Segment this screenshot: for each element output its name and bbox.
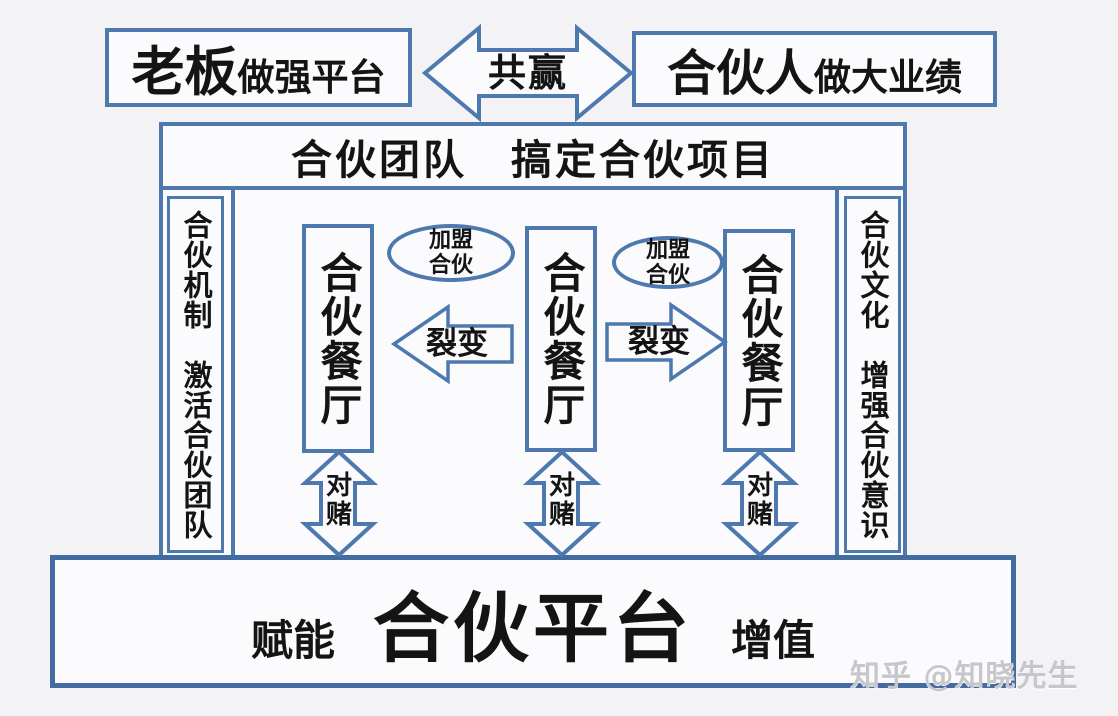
- culture-column-box: 合伙文化 增强合伙意识: [844, 196, 901, 553]
- mechanism-column-label: 合伙机制 激活合伙团队: [179, 209, 213, 540]
- bet-arrow-label-3: 对赌: [746, 471, 773, 531]
- boss-sub-label: 做强平台: [237, 54, 386, 99]
- restaurant-box-3: 合伙餐厅: [723, 229, 795, 452]
- culture-column-label: 合伙文化 增强合伙意识: [856, 209, 890, 540]
- restaurant-box-2: 合伙餐厅: [525, 226, 597, 452]
- bet-arrow-label-1: 对赌: [325, 471, 352, 531]
- team-header-box: 合伙团队 搞定合伙项目: [159, 122, 907, 190]
- bet-double-arrow-icon: [522, 449, 602, 558]
- restaurant-label-2: 合伙餐厅: [537, 251, 586, 427]
- bet-double-arrow-icon: [299, 449, 379, 558]
- platform-right-label: 增值: [731, 615, 816, 665]
- split-left-arrow-label: 裂变: [426, 326, 488, 362]
- join-ellipse-label-1: 加盟合伙: [428, 227, 473, 278]
- bet-arrow-label-2: 对赌: [548, 471, 575, 531]
- bet-double-arrow-icon: [720, 449, 800, 558]
- platform-box-text: 赋能合伙平台增值: [251, 567, 815, 677]
- left-column-divider: [231, 189, 235, 557]
- restaurant-box-1: 合伙餐厅: [302, 224, 374, 453]
- split-right-arrow-icon: [605, 301, 729, 383]
- watermark: 知乎 @知晓先生: [850, 659, 1079, 694]
- partner-box: 合伙人做大业绩: [632, 31, 997, 107]
- join-ellipse-2: 加盟合伙: [612, 236, 724, 289]
- team-header-label: 合伙团队 搞定合伙项目: [291, 136, 775, 184]
- boss-label: 老板: [131, 40, 238, 103]
- split-left-arrow-icon: [390, 303, 514, 385]
- platform-left-label: 赋能: [250, 615, 335, 665]
- partner-label: 合伙人: [666, 43, 814, 102]
- restaurant-label-1: 合伙餐厅: [314, 250, 363, 427]
- boss-box-text: 老板做强平台: [132, 30, 386, 106]
- winwin-arrow-label: 共赢: [487, 50, 568, 95]
- right-column-divider: [835, 189, 839, 557]
- boss-box: 老板做强平台: [105, 28, 412, 107]
- winwin-double-arrow-icon: [421, 23, 635, 123]
- partner-sub-label: 做大业绩: [814, 54, 962, 99]
- partner-box-text: 合伙人做大业绩: [667, 34, 962, 105]
- platform-title: 合伙平台: [373, 583, 693, 673]
- split-right-arrow-label: 裂变: [628, 324, 690, 360]
- restaurant-label-3: 合伙餐厅: [735, 252, 784, 429]
- platform-box: 赋能合伙平台增值: [50, 555, 1016, 688]
- join-ellipse-1: 加盟合伙: [387, 224, 515, 282]
- mechanism-column-box: 合伙机制 激活合伙团队: [167, 196, 224, 553]
- join-ellipse-label-2: 加盟合伙: [645, 236, 690, 288]
